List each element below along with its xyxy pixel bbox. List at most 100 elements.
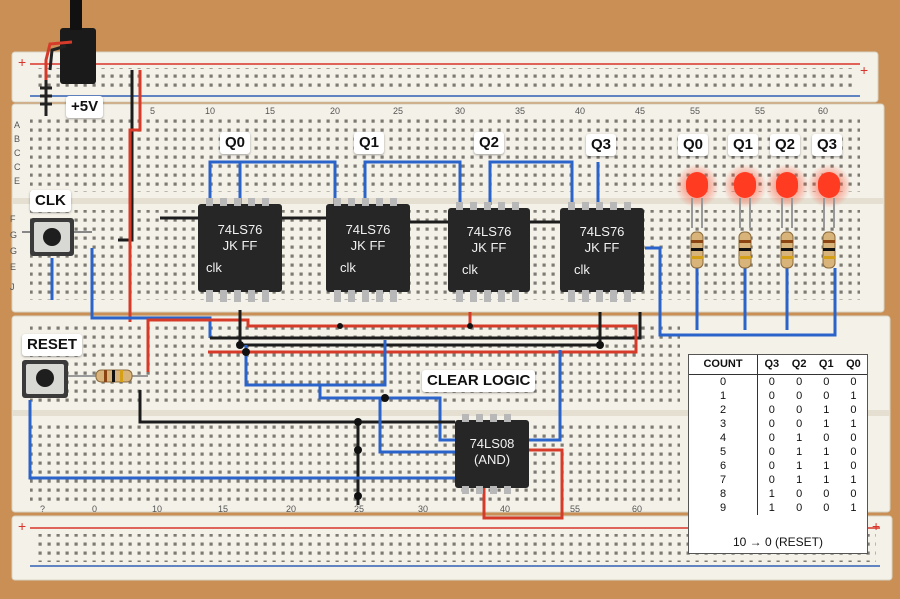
power-lead-black: [48, 44, 67, 71]
wire-black-vcc: [118, 70, 134, 242]
row-letter: F: [10, 214, 16, 224]
chip-0-part: 74LS76: [217, 222, 263, 237]
bit-cell: 1: [796, 460, 803, 472]
rail-plus-bottom-right: +: [872, 518, 881, 534]
wire-blue-reset-out: [28, 400, 455, 480]
bit-cell: 0: [796, 390, 803, 402]
q1-label: Q1: [354, 132, 385, 154]
col-num-bottom: 60: [632, 504, 643, 514]
wire-red-and-vcc: [482, 448, 564, 520]
bit-cell: 0: [796, 502, 803, 514]
rail-plus-left: +: [18, 54, 27, 70]
bit-cell: 1: [796, 474, 803, 486]
bit-cell: 0: [823, 390, 830, 402]
count-cell: 1: [689, 389, 758, 403]
clk-pushbutton[interactable]: [22, 218, 92, 256]
col-num: 25: [393, 106, 404, 116]
wire-q-bus-1: [240, 160, 337, 205]
row-letter: E: [10, 262, 17, 272]
led-q3: [807, 164, 851, 228]
chip-2-clk: clk: [462, 262, 478, 277]
chip-3-part: 74LS76: [579, 224, 625, 239]
led-q1-label: Q1: [728, 134, 759, 156]
th-q2: Q2: [785, 355, 813, 375]
bit-cell: 1: [850, 474, 857, 486]
led-q0: [675, 164, 719, 228]
reset-resistor-band-2: [112, 370, 115, 382]
truth-table-footer: 10 → 0 (RESET): [732, 535, 824, 549]
hole-grid-lower-b: [30, 420, 680, 504]
q3-label: Q3: [586, 134, 617, 156]
chip-and: [455, 414, 529, 494]
wire-red-reset-bus-2: [208, 324, 638, 354]
bit-cell: 0: [850, 446, 857, 458]
wire-q-bus-3: [488, 160, 574, 205]
count-cell: 9: [689, 501, 758, 515]
col-num: 15: [265, 106, 276, 116]
col-num: 55: [690, 106, 701, 116]
bit-cell: 1: [768, 502, 775, 514]
chip-1-part: 74LS76: [345, 222, 391, 237]
col-num-bottom: 25: [354, 504, 365, 514]
bit-cell: 0: [823, 502, 830, 514]
bit-cell: 0: [768, 446, 775, 458]
clear-logic-label: CLEAR LOGIC: [422, 370, 536, 392]
count-cell: 4: [689, 431, 758, 445]
wire-black-clear: [238, 310, 602, 347]
chip-ff-1: [326, 198, 410, 302]
chip-3-clk: clk: [574, 262, 590, 277]
chip-1-text: 74LS76 JK FF clk: [326, 222, 410, 276]
wire-and-out: [528, 350, 562, 442]
chip-2-text: 74LS76 JK FF clk: [448, 224, 530, 278]
q2-label: Q2: [474, 132, 505, 154]
chip-2-part: 74LS76: [466, 224, 512, 239]
power-label: +5V: [66, 96, 104, 118]
rail-plus-bottom-left: +: [18, 518, 27, 534]
bit-cell: 0: [796, 418, 803, 430]
reset-resistor-band-3: [120, 370, 123, 382]
led-q0-label: Q0: [678, 134, 709, 156]
chip-1-clk: clk: [340, 260, 356, 275]
col-num: 40: [575, 106, 586, 116]
bit-cell: 1: [823, 418, 830, 430]
col-num-bottom: 55: [570, 504, 581, 514]
lower-center-channel: [12, 410, 890, 416]
th-q3: Q3: [757, 355, 786, 375]
bit-cell: 0: [850, 404, 857, 416]
count-cell: 2: [689, 403, 758, 417]
wire-clk-bus: [210, 312, 642, 340]
row-letter: J: [10, 282, 15, 292]
and-chip-text: 74LS08 (AND): [455, 436, 529, 468]
chip-ff-3: [560, 202, 644, 302]
hole-grid-top-rail: [36, 68, 856, 92]
col-num-bottom: 20: [286, 504, 297, 514]
th-q0: Q0: [839, 355, 867, 375]
bit-cell: 0: [796, 376, 803, 388]
bit-cell: 0: [768, 460, 775, 472]
bit-cell: 0: [768, 404, 775, 416]
bit-cell: 1: [823, 474, 830, 486]
col-num: 35: [515, 106, 526, 116]
col-num: 20: [330, 106, 341, 116]
chip-ff-2: [448, 202, 530, 302]
wire-blue-and-in: [378, 398, 455, 454]
count-cell: 8: [689, 487, 758, 501]
chip-1-type: JK FF: [350, 238, 386, 253]
led-q2-label: Q2: [770, 134, 801, 156]
reset-pushbutton[interactable]: [22, 360, 68, 398]
led-resistors: [690, 231, 836, 269]
and-chip-type: (AND): [473, 452, 511, 467]
col-num-bottom: 10: [152, 504, 163, 514]
led-q3-label: Q3: [812, 134, 843, 156]
row-letter: C: [14, 162, 21, 172]
count-cell: 3: [689, 417, 758, 431]
bit-cell: 1: [768, 488, 775, 500]
wire-red-vcc: [128, 70, 142, 322]
q0-label: Q0: [220, 132, 251, 154]
